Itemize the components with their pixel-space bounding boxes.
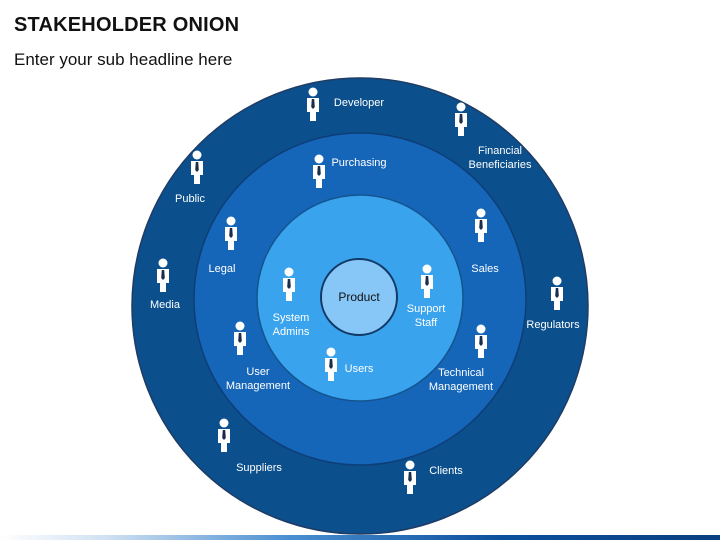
stakeholder-label: Suppliers xyxy=(236,462,282,474)
person-icon xyxy=(283,267,295,301)
person-icon xyxy=(404,460,416,494)
stakeholder-legal: Legal xyxy=(209,216,237,275)
label-line: Suppliers xyxy=(236,462,282,474)
person-icon xyxy=(313,154,325,188)
label-line: Clients xyxy=(429,465,463,477)
label-line: Media xyxy=(150,299,181,311)
person-icon xyxy=(455,102,467,136)
stakeholder-developer: Developer xyxy=(307,87,384,121)
label-line: Public xyxy=(175,193,205,205)
person-icon xyxy=(325,347,337,381)
person-icon xyxy=(218,418,230,452)
stakeholder-label: Legal xyxy=(209,263,236,275)
person-icon xyxy=(475,324,487,358)
person-icon xyxy=(225,216,237,250)
stakeholder-clients: Clients xyxy=(404,460,463,494)
label-line: Management xyxy=(226,380,290,392)
stakeholder-label: Sales xyxy=(471,263,499,275)
person-icon xyxy=(475,208,487,242)
stakeholder-sales: Sales xyxy=(471,208,499,275)
label-line: Legal xyxy=(209,263,236,275)
core-circle xyxy=(320,258,398,336)
person-icon xyxy=(191,150,203,184)
label-line: Staff xyxy=(415,317,438,329)
label-line: Sales xyxy=(471,263,499,275)
label-line: Purchasing xyxy=(331,157,386,169)
stakeholder-suppliers: Suppliers xyxy=(218,418,282,474)
label-line: Regulators xyxy=(526,319,580,331)
label-line: Technical xyxy=(438,367,484,379)
label-line: Financial xyxy=(478,145,522,157)
label-line: User xyxy=(246,366,270,378)
page-title: STAKEHOLDER ONION xyxy=(14,14,240,36)
label-line: Management xyxy=(429,381,493,393)
label-line: Developer xyxy=(334,97,384,109)
person-icon xyxy=(234,321,246,355)
page-subtitle: Enter your sub headline here xyxy=(14,50,233,69)
label-line: Users xyxy=(345,363,374,375)
stakeholder-regulators: Regulators xyxy=(526,276,580,331)
stakeholder-label: Clients xyxy=(429,465,463,477)
stakeholder-label: Developer xyxy=(334,97,384,109)
stakeholder-label: Public xyxy=(175,193,205,205)
stakeholder-public: Public xyxy=(175,150,205,205)
stakeholder-label: Purchasing xyxy=(331,157,386,169)
stakeholder-purchasing: Purchasing xyxy=(313,154,387,188)
label-line: Admins xyxy=(273,326,310,338)
label-line: System xyxy=(273,312,310,324)
core-label: Product xyxy=(338,290,380,304)
person-icon xyxy=(421,264,433,298)
stakeholder-label: Regulators xyxy=(526,319,580,331)
stakeholder-label: Users xyxy=(345,363,374,375)
person-icon xyxy=(307,87,319,121)
stakeholder-media: Media xyxy=(150,258,181,311)
bottom-accent-bar xyxy=(0,535,720,540)
label-line: Support xyxy=(407,303,446,315)
person-icon xyxy=(551,276,563,310)
label-line: Beneficiaries xyxy=(469,159,532,171)
stakeholder-label: Media xyxy=(150,299,181,311)
person-icon xyxy=(157,258,169,292)
stakeholder-users: Users xyxy=(325,347,374,381)
